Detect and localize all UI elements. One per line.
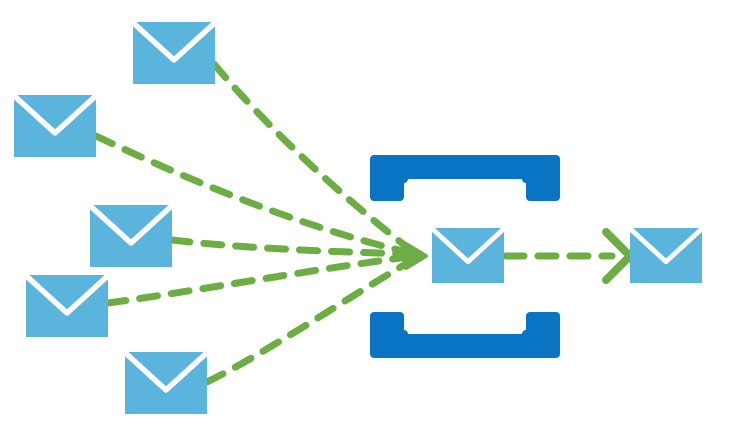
envelope-source-3-icon[interactable]	[90, 205, 172, 267]
envelope-output-icon[interactable]	[630, 228, 702, 283]
flow-path-source-2	[92, 132, 420, 258]
envelope-source-4-icon[interactable]	[26, 275, 108, 337]
envelope-center-icon[interactable]	[432, 228, 504, 283]
inbound-flow-group	[92, 60, 420, 386]
flow-path-source-3	[168, 236, 420, 258]
flow-path-source-5	[203, 254, 420, 386]
envelope-source-2-icon[interactable]	[14, 95, 96, 157]
source-envelope-group	[14, 22, 215, 414]
flow-path-source-1	[210, 60, 420, 258]
envelope-source-5-icon[interactable]	[125, 352, 207, 414]
scanner-frame	[370, 155, 560, 358]
flow-path-source-4	[104, 252, 420, 307]
arrowhead-inbound-icon	[402, 242, 428, 270]
bracket-bottom	[370, 312, 560, 358]
envelope-source-1-icon[interactable]	[133, 22, 215, 84]
bracket-top	[370, 155, 560, 201]
